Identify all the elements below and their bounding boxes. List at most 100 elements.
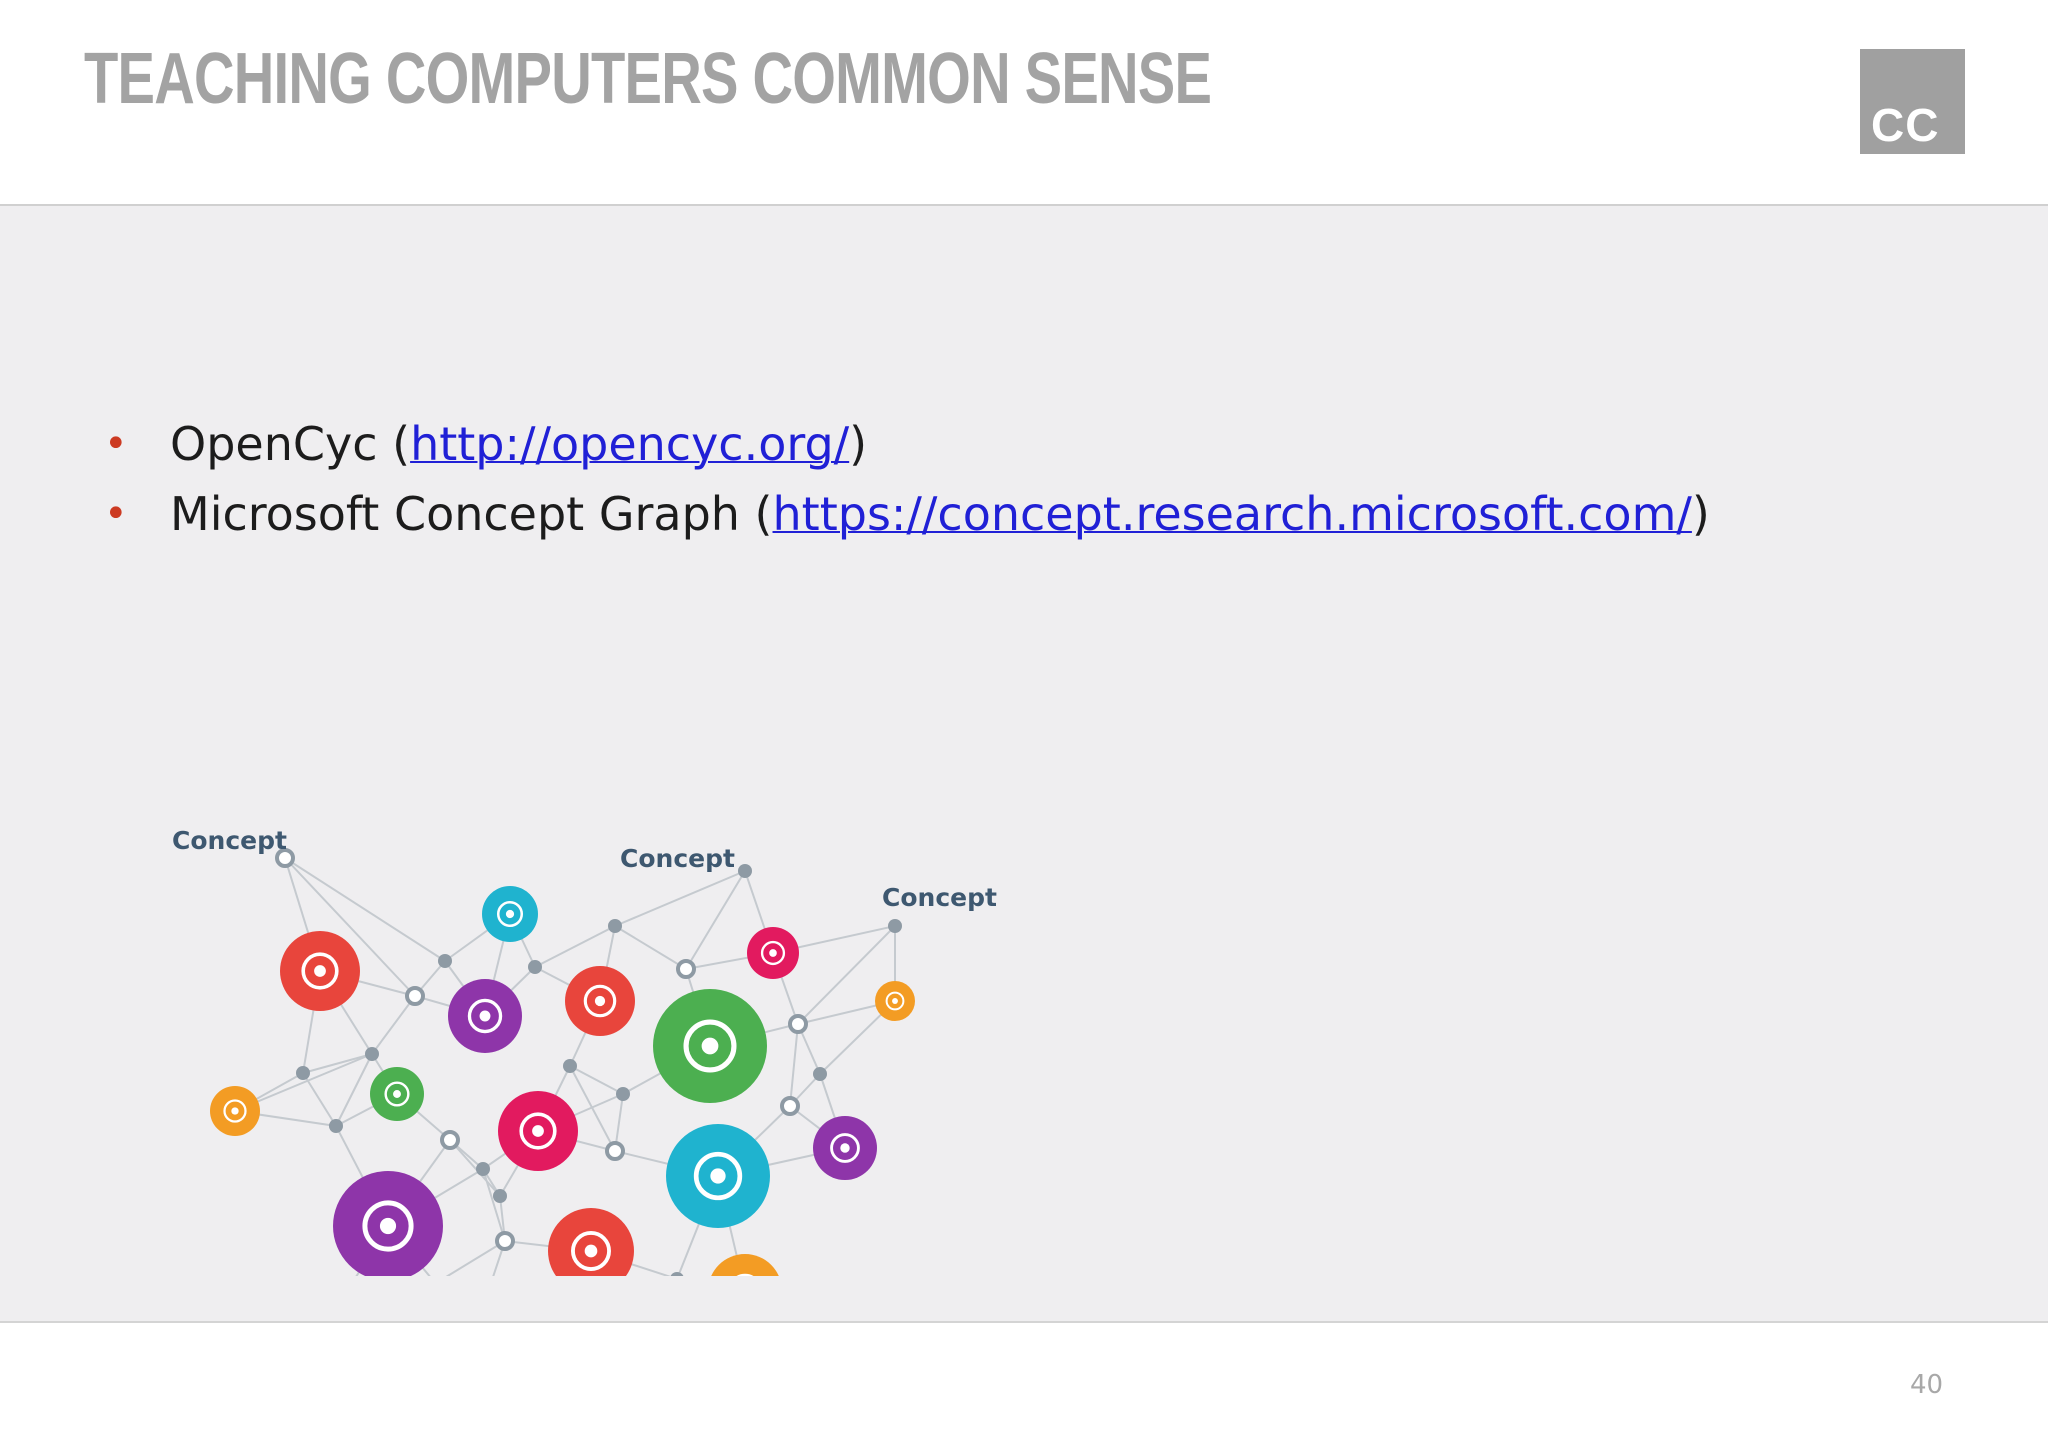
glyph-dot <box>701 1037 719 1055</box>
graph-small-node <box>493 1189 507 1203</box>
apple-icon <box>583 984 617 1018</box>
slide-title: TEACHING COMPUTERS COMMON SENSE <box>84 39 1212 119</box>
fuel-icon <box>760 940 786 966</box>
opencyc-link[interactable]: http://opencyc.org/ <box>410 417 850 471</box>
node-circle <box>711 1254 779 1276</box>
ie-icon-node <box>210 1086 260 1136</box>
graph-small-node <box>405 986 425 1006</box>
bullet-dot: • <box>104 491 128 537</box>
tram-icon-node <box>711 1254 779 1276</box>
bullet-text: OpenCyc (http://opencyc.org/) <box>170 416 867 472</box>
graph-small-node <box>476 1162 490 1176</box>
graph-small-node <box>676 959 696 979</box>
cc-logo: CC <box>1860 49 1965 154</box>
slide-body: • OpenCyc (http://opencyc.org/) • Micros… <box>0 206 2048 1323</box>
glyph-dot <box>840 1143 850 1153</box>
graph-edge <box>335 1053 373 1127</box>
glyph-dot <box>594 995 606 1007</box>
graph-small-node <box>563 1059 577 1073</box>
paren-open: ( <box>377 417 411 471</box>
pill-icon-node <box>482 886 538 942</box>
graph-edge <box>534 925 616 968</box>
graph-edge <box>449 1139 501 1197</box>
glyph-dot <box>379 1217 397 1235</box>
concept-graph-illustration: ConceptConceptConceptConceptConceptConce… <box>172 826 997 1276</box>
graph-edge <box>445 1240 506 1276</box>
bullet-label: OpenCyc <box>170 417 378 471</box>
windows-icon-node <box>875 981 915 1021</box>
graph-edge <box>685 870 746 970</box>
bus-icon <box>683 1019 737 1073</box>
graph-labels: ConceptConceptConceptConceptConceptConce… <box>172 826 997 912</box>
mouse-icon-node <box>666 1124 770 1228</box>
graph-small-nodes <box>275 848 902 1276</box>
bus-icon-node <box>653 989 767 1103</box>
concept-graph-link[interactable]: https://concept.research.microsoft.com/ <box>772 487 1692 541</box>
graph-small-node <box>275 848 295 868</box>
glyph-dot <box>393 1090 401 1098</box>
graph-edge <box>284 857 416 997</box>
graph-small-node <box>738 864 752 878</box>
glyph-dot <box>710 1168 726 1184</box>
graph-edge <box>284 857 446 962</box>
graph-edge <box>302 1053 373 1074</box>
glyph-dot <box>479 1010 491 1022</box>
glyph-dot <box>892 998 898 1004</box>
apple-icon-node <box>565 966 635 1036</box>
dog-icon <box>519 1112 557 1150</box>
graph-small-node <box>329 1119 343 1133</box>
citrus-icon-node <box>333 1171 443 1276</box>
paren-open: ( <box>739 487 773 541</box>
page-number: 40 <box>1910 1370 1944 1400</box>
bullet-text: Microsoft Concept Graph (https://concept… <box>170 486 1710 542</box>
graph-small-node <box>608 919 622 933</box>
graph-small-node <box>780 1096 800 1116</box>
fuel-icon-node <box>747 927 799 979</box>
graph-small-node <box>813 1067 827 1081</box>
glyph-dot <box>584 1244 598 1258</box>
node-circle <box>548 1208 634 1276</box>
graph-edge <box>797 925 896 1025</box>
graph-small-node <box>788 1014 808 1034</box>
graph-edge <box>569 1065 616 1152</box>
graph-edge <box>492 1240 506 1276</box>
paren-close: ) <box>849 417 868 471</box>
graph-edge <box>614 870 746 927</box>
glyph-dot <box>231 1107 239 1115</box>
concept-label: Concept <box>882 883 997 912</box>
graph-edge <box>482 1168 506 1242</box>
citrus-icon <box>362 1200 414 1252</box>
ie-icon <box>223 1099 247 1123</box>
graph-edge <box>789 1023 799 1107</box>
concept-label: Concept <box>172 826 287 855</box>
paren-close: ) <box>1691 487 1710 541</box>
glyph-dot <box>505 909 515 919</box>
graph-small-node <box>670 1272 684 1276</box>
glyph-dot <box>769 949 777 957</box>
graph-small-node <box>528 960 542 974</box>
pill-icon <box>496 900 524 928</box>
graph-small-node <box>296 1066 310 1080</box>
graph-edge <box>614 925 687 970</box>
graph-edge <box>302 1072 337 1127</box>
soccer-ball-icon <box>830 1133 860 1163</box>
dog-icon-node <box>498 1091 578 1171</box>
soccer-ball-icon-node <box>813 1116 877 1180</box>
logo-text: CC <box>1871 99 1940 151</box>
graph-small-node <box>495 1231 515 1251</box>
phone-icon-node <box>370 1067 424 1121</box>
graph-small-node <box>605 1141 625 1161</box>
mouse-icon <box>693 1151 743 1201</box>
graph-edge <box>569 1065 624 1095</box>
tram-icon <box>736 1273 754 1276</box>
graph-small-node <box>438 954 452 968</box>
graph-edge <box>371 995 416 1055</box>
graph-small-node <box>616 1087 630 1101</box>
graph-small-node <box>440 1130 460 1150</box>
graph-small-node <box>365 1047 379 1061</box>
glyph-dot <box>532 1125 544 1137</box>
cat-icon <box>467 998 503 1034</box>
concept-label: Concept <box>620 844 735 873</box>
graph-icon-nodes <box>210 886 915 1276</box>
moon-icon-node <box>280 931 360 1011</box>
